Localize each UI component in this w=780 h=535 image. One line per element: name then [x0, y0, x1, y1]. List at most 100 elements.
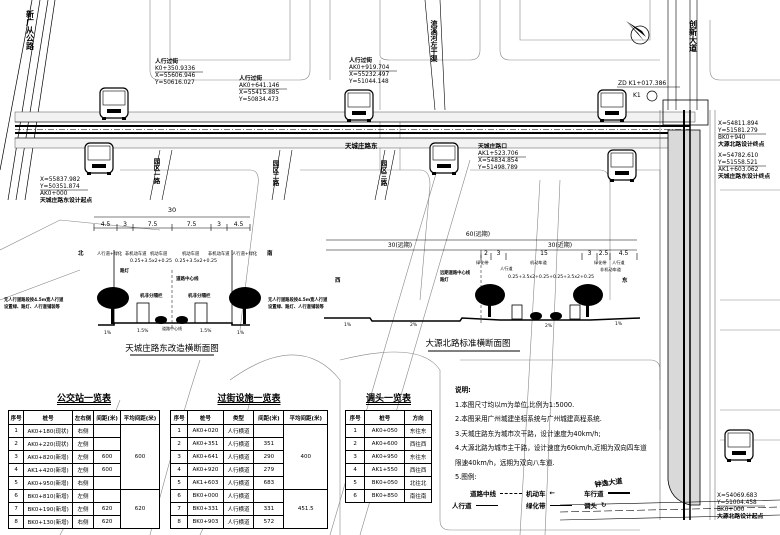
annotation-text: 大源北路设计起点	[717, 512, 764, 520]
annotation-text: X=54782.610	[718, 153, 758, 159]
annotation-text: AK0+641.146	[239, 83, 280, 89]
table-header-row: 序号桩号方向	[344, 410, 432, 425]
table-header: 桩号	[364, 410, 406, 425]
road-name-zhongbian: 钟逸大道	[594, 476, 623, 489]
s1-slope: 1.5%	[200, 328, 212, 334]
line-icon	[475, 504, 498, 506]
k1-label: K1	[633, 92, 641, 99]
s1-slope: 1.5%	[137, 328, 149, 334]
lane-label: 人行道+绿化	[232, 250, 258, 257]
table-cell: 右侧	[71, 515, 95, 529]
s2-formula: 0.25+3.5x2+0.25+0.25+3.5x2+0.25	[508, 274, 594, 280]
annotation-text: AK0+000	[40, 191, 68, 197]
dim-value: 3	[217, 221, 221, 228]
s1-bottom: 道路中心线	[162, 325, 182, 331]
dim-value: 4.5	[619, 250, 629, 257]
road-names: 新广从公路 创新大道 天城庄路东 流溪河左干渠 园区一路 园区二路 园区三路 钟…	[25, 9, 698, 489]
annotation-text: 人行过街	[154, 57, 178, 65]
table-cell: 8	[7, 515, 25, 529]
table-cell	[253, 489, 285, 503]
bus-icon	[344, 89, 374, 122]
table-cell: 3	[344, 450, 366, 464]
uturn-table-title: 调头一览表	[365, 394, 411, 404]
bus-table-title: 公交站一览表	[56, 394, 111, 404]
s2-note-mid: 远期道路中心线	[440, 269, 471, 276]
table-cell: AK0+600	[364, 437, 406, 451]
s2-slope: 2%	[545, 323, 553, 329]
s1-title: 天城庄路东改造横断面图	[125, 343, 219, 354]
annotation-text: X=55606.946	[155, 73, 195, 79]
table-cell: AK1+550	[364, 463, 406, 477]
table-cell: 人行横道	[222, 515, 255, 529]
road-name-xinguangcong: 新广从公路	[25, 9, 35, 51]
table-cell: BK0+903	[187, 515, 224, 529]
s2-lamp: 路灯	[440, 276, 449, 283]
table-cell: 2	[169, 437, 189, 451]
s2-slope: 2%	[410, 322, 418, 328]
legend-label: 机动车	[526, 490, 546, 498]
table-cell	[93, 476, 122, 490]
annotation-text: Y=50351.874	[39, 184, 80, 190]
table-cell: AK0+020	[187, 424, 224, 438]
s2-half-right: 30(近期)	[548, 241, 572, 249]
annotation-text: 大源北路设计终点	[718, 140, 765, 148]
annotation-text: Y=50616.027	[154, 80, 195, 86]
legend-label: 绿化带	[526, 502, 546, 510]
table-header-row: 序号桩号左右侧间距(米)平均间距(米)	[7, 410, 160, 425]
table-cell: 5	[7, 476, 25, 490]
annotation-text: Y=51581.279	[717, 128, 758, 134]
table-cell	[93, 489, 122, 503]
table-cell: 南往南	[404, 489, 432, 503]
road-name-yuanqu2: 园区二路	[271, 159, 279, 188]
table-cell: 6	[7, 489, 25, 503]
table-cell	[93, 424, 122, 438]
s1-formula-right: 0.25+3.5x2+0.25	[175, 258, 217, 264]
s1-formula-left: 0.25+3.5x2+0.25	[130, 258, 172, 264]
road-name-liuxi: 流溪河左干渠	[430, 19, 439, 63]
table-header: 桩号	[23, 410, 73, 425]
lane-label: 非机动车道	[125, 250, 147, 257]
table-cell: 左侧	[71, 502, 95, 516]
dim-value: 2.5	[599, 250, 609, 257]
s2-slope: 1%	[615, 321, 623, 327]
bus-icon	[597, 89, 627, 122]
annotation-text: AK0+919.704	[349, 65, 390, 71]
note-item: 3.天城庄路东为城市次干路，设计速度为40km/h;	[455, 429, 601, 438]
annotation-text: 天城庄路东设计起点	[40, 196, 92, 204]
table-cell: BK0+050	[364, 476, 406, 490]
dim-value: 4.5	[101, 221, 111, 228]
station-annotations: 人行过街K0+350.9336X=55606.946Y=50616.027人行过…	[39, 56, 770, 520]
road-name-chuangxin: 创新大道	[689, 19, 698, 53]
side-note: 设置绿、路灯、人行道铺装等	[4, 303, 61, 310]
annotation-text: Y=51498.789	[477, 165, 518, 171]
dim-value: 3	[123, 221, 127, 228]
table-cell: BK0+850	[364, 489, 406, 503]
lane-label: 人行道+绿化	[97, 250, 123, 257]
centerline-icon	[500, 492, 522, 494]
table-cell: 1	[169, 424, 189, 438]
table-cell: 351	[253, 437, 285, 451]
table-cell: 右侧	[71, 476, 95, 490]
s1-slope: 1%	[237, 330, 245, 336]
annotation-text: Y=51044.148	[348, 79, 389, 85]
annotation-text: 人行过街	[238, 74, 262, 82]
road-name-yuanqu1: 园区一路	[152, 157, 160, 186]
s1-side-left: 北	[78, 249, 84, 257]
table-cell: 人行横道	[222, 502, 255, 516]
notes-heading: 说明:	[455, 386, 471, 394]
table-cell: AK0+220(现状)	[23, 437, 73, 451]
table-cell: 人行横道	[222, 437, 255, 451]
annotation-text: Y=50834.473	[238, 97, 279, 103]
table-cell: 人行横道	[222, 489, 255, 503]
lane-label: 非机动车道	[208, 250, 230, 257]
table-header: 左右侧	[71, 410, 95, 425]
